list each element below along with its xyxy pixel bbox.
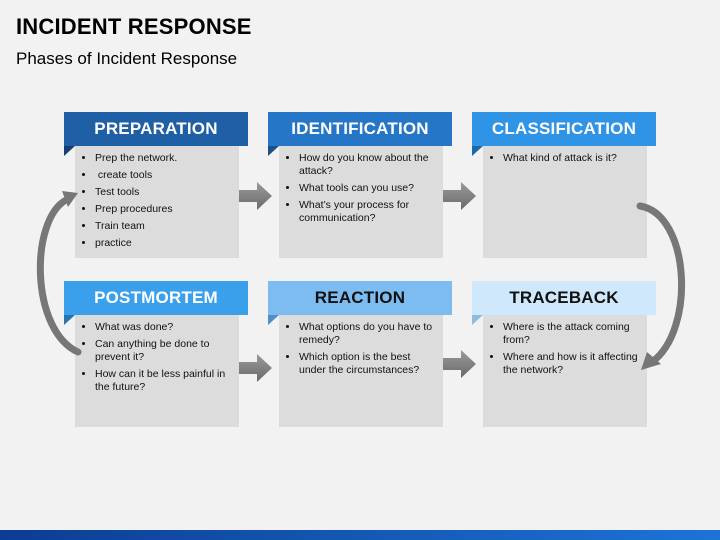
header-fold <box>472 315 483 325</box>
list-item: What was done? <box>95 321 235 334</box>
phase-header-postmortem: POSTMORTEM <box>64 281 248 315</box>
list-item: Train team <box>95 220 235 233</box>
curved-arrow-up-icon <box>36 196 82 356</box>
curved-arrow-down-icon <box>636 202 686 366</box>
list-item: Prep the network. <box>95 152 235 165</box>
header-fold <box>268 146 279 156</box>
list-item: Which option is the best under the circu… <box>299 351 439 377</box>
phase-body-postmortem: What was done? Can anything be done to p… <box>75 315 239 427</box>
page-title: INCIDENT RESPONSE <box>16 14 252 39</box>
phase-header-traceback: TRACEBACK <box>472 281 656 315</box>
arrow-right-icon <box>239 182 272 210</box>
phase-header-reaction: REACTION <box>268 281 452 315</box>
phase-body-identification: How do you know about the attack? What t… <box>279 146 443 258</box>
list-item: Prep procedures <box>95 203 235 216</box>
phase-body-reaction: What options do you have to remedy? Whic… <box>279 315 443 427</box>
phase-header-classification: CLASSIFICATION <box>472 112 656 146</box>
list-item: create tools <box>95 169 235 182</box>
arrow-right-icon <box>443 350 476 378</box>
phase-body-traceback: Where is the attack coming from? Where a… <box>483 315 647 427</box>
list-item: Can anything be done to prevent it? <box>95 338 235 364</box>
arrowhead-icon <box>62 191 78 207</box>
phase-body-preparation: Prep the network. create tools Test tool… <box>75 146 239 258</box>
phase-header-identification: IDENTIFICATION <box>268 112 452 146</box>
list-item: practice <box>95 237 235 250</box>
list-item: What’s your process for communication? <box>299 199 439 225</box>
list-item: How do you know about the attack? <box>299 152 439 178</box>
footer-bar <box>0 530 720 540</box>
list-item: How can it be less painful in the future… <box>95 368 235 394</box>
arrowhead-icon <box>641 352 661 370</box>
header-fold <box>64 315 75 325</box>
list-item: What options do you have to remedy? <box>299 321 439 347</box>
list-item: Where is the attack coming from? <box>503 321 643 347</box>
list-item: What tools can you use? <box>299 182 439 195</box>
list-item: Where and how is it affecting the networ… <box>503 351 643 377</box>
list-item: What kind of attack is it? <box>503 152 643 165</box>
header-fold <box>472 146 483 156</box>
phase-header-preparation: PREPARATION <box>64 112 248 146</box>
header-fold <box>268 315 279 325</box>
header-fold <box>64 146 75 156</box>
page-subtitle: Phases of Incident Response <box>16 49 238 68</box>
phase-body-classification: What kind of attack is it? <box>483 146 647 258</box>
arrow-right-icon <box>443 182 476 210</box>
list-item: Test tools <box>95 186 235 199</box>
arrow-right-icon <box>239 354 272 382</box>
